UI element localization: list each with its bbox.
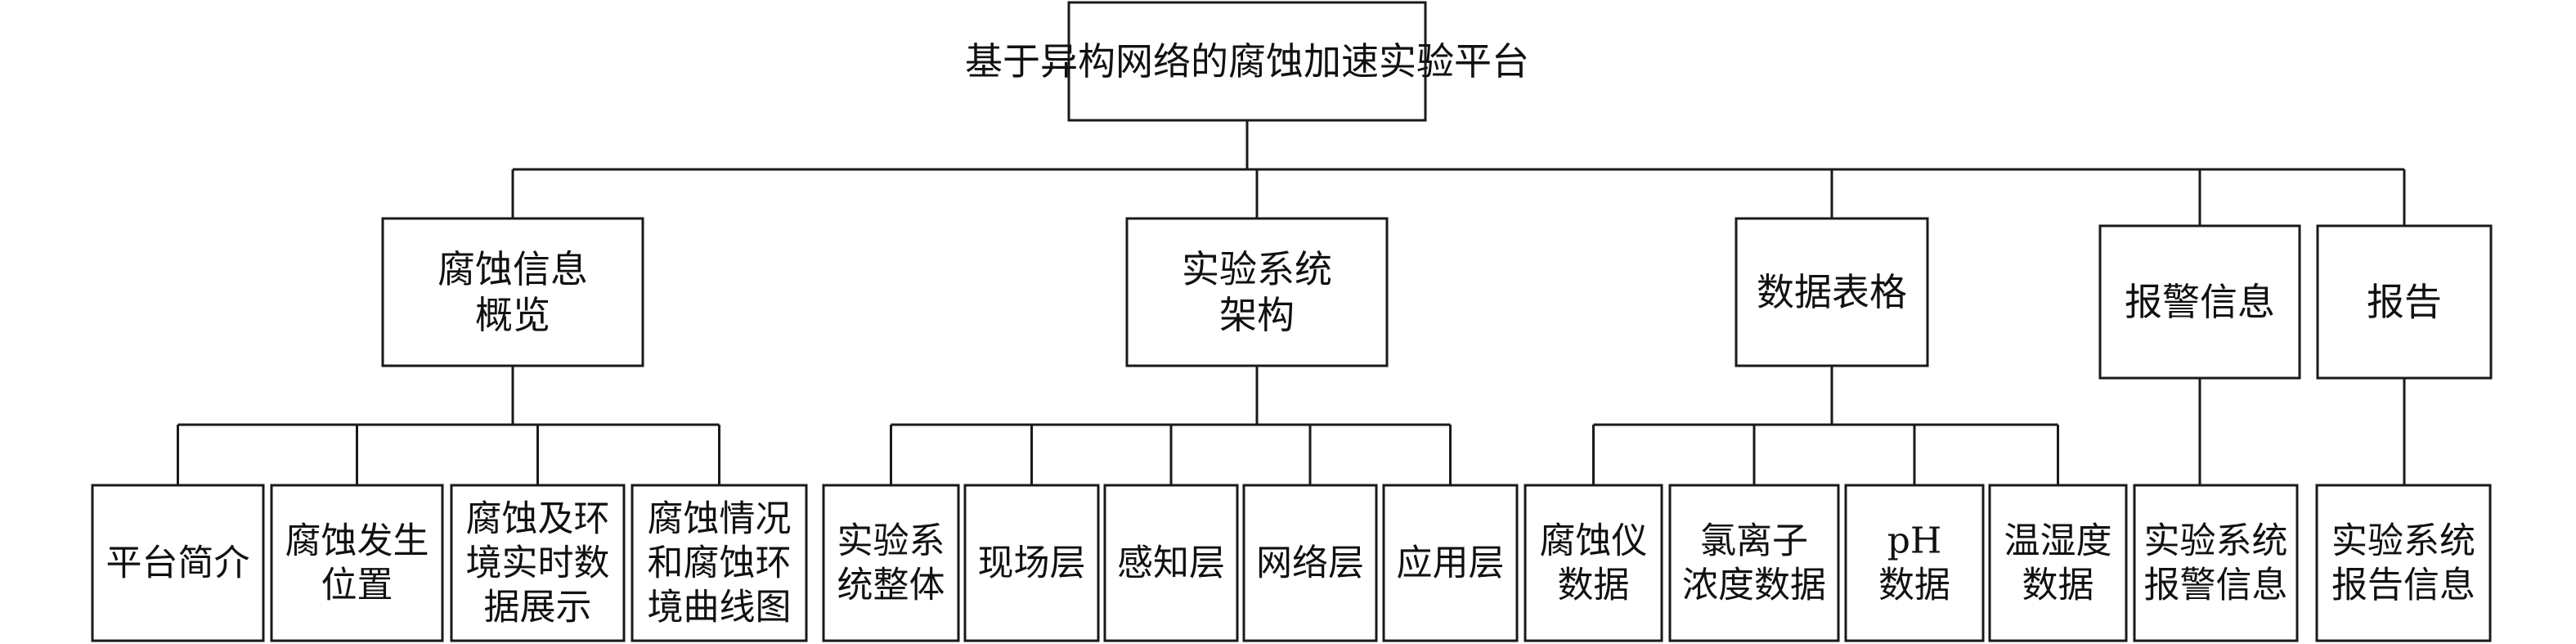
leaf-node-perception-box <box>1103 484 1239 642</box>
leaf-node-field: 现场层 <box>963 484 1100 642</box>
branch-node-overview-label-line-1: 腐蚀信息 <box>438 247 588 291</box>
branch-node-tables: 数据表格 <box>1735 217 1929 367</box>
leaf-node-humidity-label-line-1: 温湿度 <box>2004 520 2112 562</box>
leaf-node-meter-box <box>1524 484 1663 642</box>
branch-node-report-label-line-1: 报告 <box>2367 280 2442 324</box>
leaf-node-report-info-label-line-2: 报告信息 <box>2331 565 2475 606</box>
leaf-node-intro: 平台简介 <box>91 484 265 642</box>
branch-node-report-box <box>2316 224 2493 380</box>
leaf-node-ph-label-line-2: 数据 <box>1878 565 1950 606</box>
root-node-box <box>1067 1 1427 122</box>
leaf-node-location-label-line-2: 位置 <box>321 565 393 606</box>
leaf-node-location-label-line-1: 腐蚀发生 <box>285 520 429 562</box>
leaf-node-network: 网络层 <box>1242 484 1378 642</box>
root-node: 基于异构网络的腐蚀加速实验平台 <box>965 1 1529 122</box>
leaf-node-curves-label-line-1: 腐蚀情况 <box>648 498 792 540</box>
leaf-node-meter-label-line-1: 腐蚀仪 <box>1540 520 1648 562</box>
diagram-nodes: 基于异构网络的腐蚀加速实验平台腐蚀信息概览实验系统架构数据表格报警信息报告平台简… <box>91 1 2493 642</box>
leaf-node-whole-box <box>822 484 960 642</box>
branch-node-alarm-label-line-1: 报警信息 <box>2125 280 2275 324</box>
leaf-node-chloride-label-line-2: 浓度数据 <box>1682 565 1826 606</box>
leaf-node-alarm-info-label-line-1: 实验系统 <box>2144 520 2288 562</box>
leaf-node-humidity-box <box>1988 484 2128 642</box>
leaf-node-realtime-box <box>450 484 626 642</box>
leaf-node-network-box <box>1242 484 1378 642</box>
leaf-node-location-box <box>270 484 444 642</box>
leaf-node-realtime-label-line-3: 据展示 <box>484 587 592 628</box>
branch-node-tables-label-line-1: 数据表格 <box>1757 270 1907 314</box>
leaf-node-field-box <box>963 484 1100 642</box>
leaf-node-humidity-label-line-2: 数据 <box>2022 565 2094 606</box>
branch-node-report: 报告 <box>2316 224 2493 380</box>
branch-node-tables-box <box>1735 217 1929 367</box>
leaf-node-alarm-info-label-line-2: 报警信息 <box>2144 565 2288 606</box>
leaf-node-application: 应用层 <box>1382 484 1519 642</box>
leaf-node-realtime-label-line-1: 腐蚀及环 <box>466 498 610 540</box>
leaf-node-ph-box <box>1844 484 1985 642</box>
leaf-node-report-info-box <box>2315 484 2492 642</box>
root-node-label-line-1: 基于异构网络的腐蚀加速实验平台 <box>965 39 1529 83</box>
leaf-node-network-label-line-1: 网络层 <box>1256 543 1364 584</box>
leaf-node-intro-label-line-1: 平台简介 <box>106 543 250 584</box>
leaf-node-application-label-line-1: 应用层 <box>1397 543 1505 584</box>
leaf-node-whole-label-line-1: 实验系 <box>837 520 945 562</box>
leaf-node-perception: 感知层 <box>1103 484 1239 642</box>
branch-node-alarm-box <box>2098 224 2301 380</box>
leaf-node-report-info-label-line-1: 实验系统 <box>2331 520 2475 562</box>
branch-node-architecture-label-line-2: 架构 <box>1219 293 1295 337</box>
leaf-node-realtime-label-line-2: 境实时数 <box>466 543 610 584</box>
branch-node-alarm: 报警信息 <box>2098 224 2301 380</box>
leaf-node-ph-label-line-1: pH <box>1887 520 1942 562</box>
connector-lines <box>177 120 2406 485</box>
leaf-node-intro-box <box>91 484 265 642</box>
leaf-node-chloride-box <box>1668 484 1840 642</box>
leaf-node-curves-label-line-3: 境曲线图 <box>648 587 792 628</box>
leaf-node-curves-box <box>631 484 808 642</box>
leaf-node-meter-label-line-2: 数据 <box>1558 565 1630 606</box>
leaf-node-whole-label-line-2: 统整体 <box>837 565 945 606</box>
leaf-node-chloride-label-line-1: 氯离子 <box>1700 520 1808 562</box>
leaf-node-alarm-info-box <box>2133 484 2299 642</box>
leaf-node-perception-label-line-1: 感知层 <box>1117 543 1225 584</box>
leaf-node-field-label-line-1: 现场层 <box>978 543 1086 584</box>
branch-node-architecture-box <box>1125 217 1389 367</box>
branch-node-overview-box <box>381 217 644 367</box>
leaf-node-application-box <box>1382 484 1519 642</box>
branch-node-architecture-label-line-1: 实验系统 <box>1182 247 1332 291</box>
leaf-node-curves-label-line-2: 和腐蚀环 <box>648 543 792 584</box>
branch-node-overview-label-line-2: 概览 <box>475 293 550 337</box>
